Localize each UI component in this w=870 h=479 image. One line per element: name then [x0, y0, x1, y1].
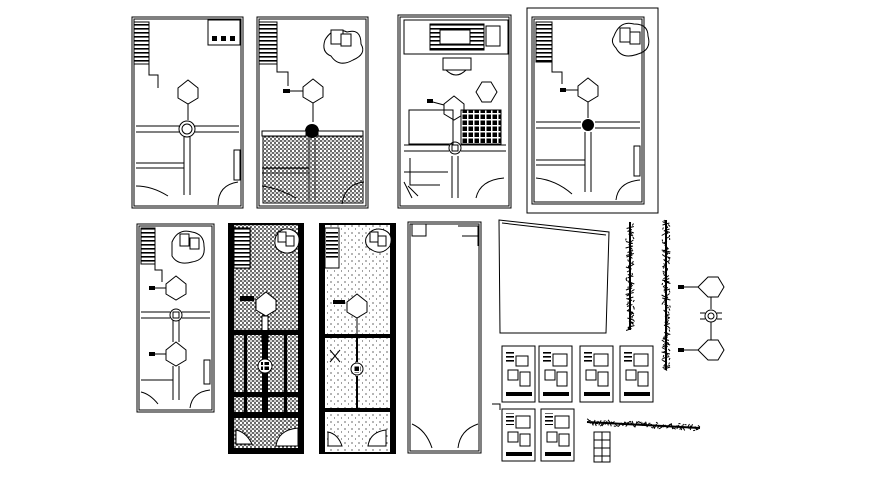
hatched-floor-area — [262, 130, 364, 204]
hexagon-room — [177, 79, 199, 105]
hedge-core — [586, 421, 701, 429]
floor-plan-8 — [407, 221, 482, 454]
floor-plan-7 — [319, 223, 396, 454]
mini-sheet-row-1 — [501, 345, 654, 403]
mini-detail — [593, 431, 611, 463]
floor-plan-6 — [228, 223, 304, 454]
mini-sheet-row-2 — [492, 403, 611, 463]
mini-sheet — [540, 408, 575, 462]
hexagon-cluster-detail — [678, 276, 725, 361]
mini-sheet — [538, 345, 573, 403]
floor-plan-4 — [526, 7, 659, 214]
floor-plan-2 — [256, 16, 369, 209]
hedge-strip-vertical-2 — [661, 219, 671, 371]
mini-sheet — [619, 345, 654, 403]
mini-sheet — [501, 408, 536, 462]
hedge-strip-vertical-1 — [625, 221, 635, 331]
hedge-strip-horizontal — [586, 418, 701, 432]
site-outline-plan — [498, 219, 610, 334]
floor-plan-1 — [131, 16, 244, 209]
floor-plan-5 — [136, 223, 215, 413]
mini-sheet — [579, 345, 614, 403]
floor-plan-3 — [397, 14, 512, 209]
stair-block — [133, 21, 150, 65]
tiled-area — [460, 109, 502, 145]
mini-sheet — [501, 345, 536, 403]
